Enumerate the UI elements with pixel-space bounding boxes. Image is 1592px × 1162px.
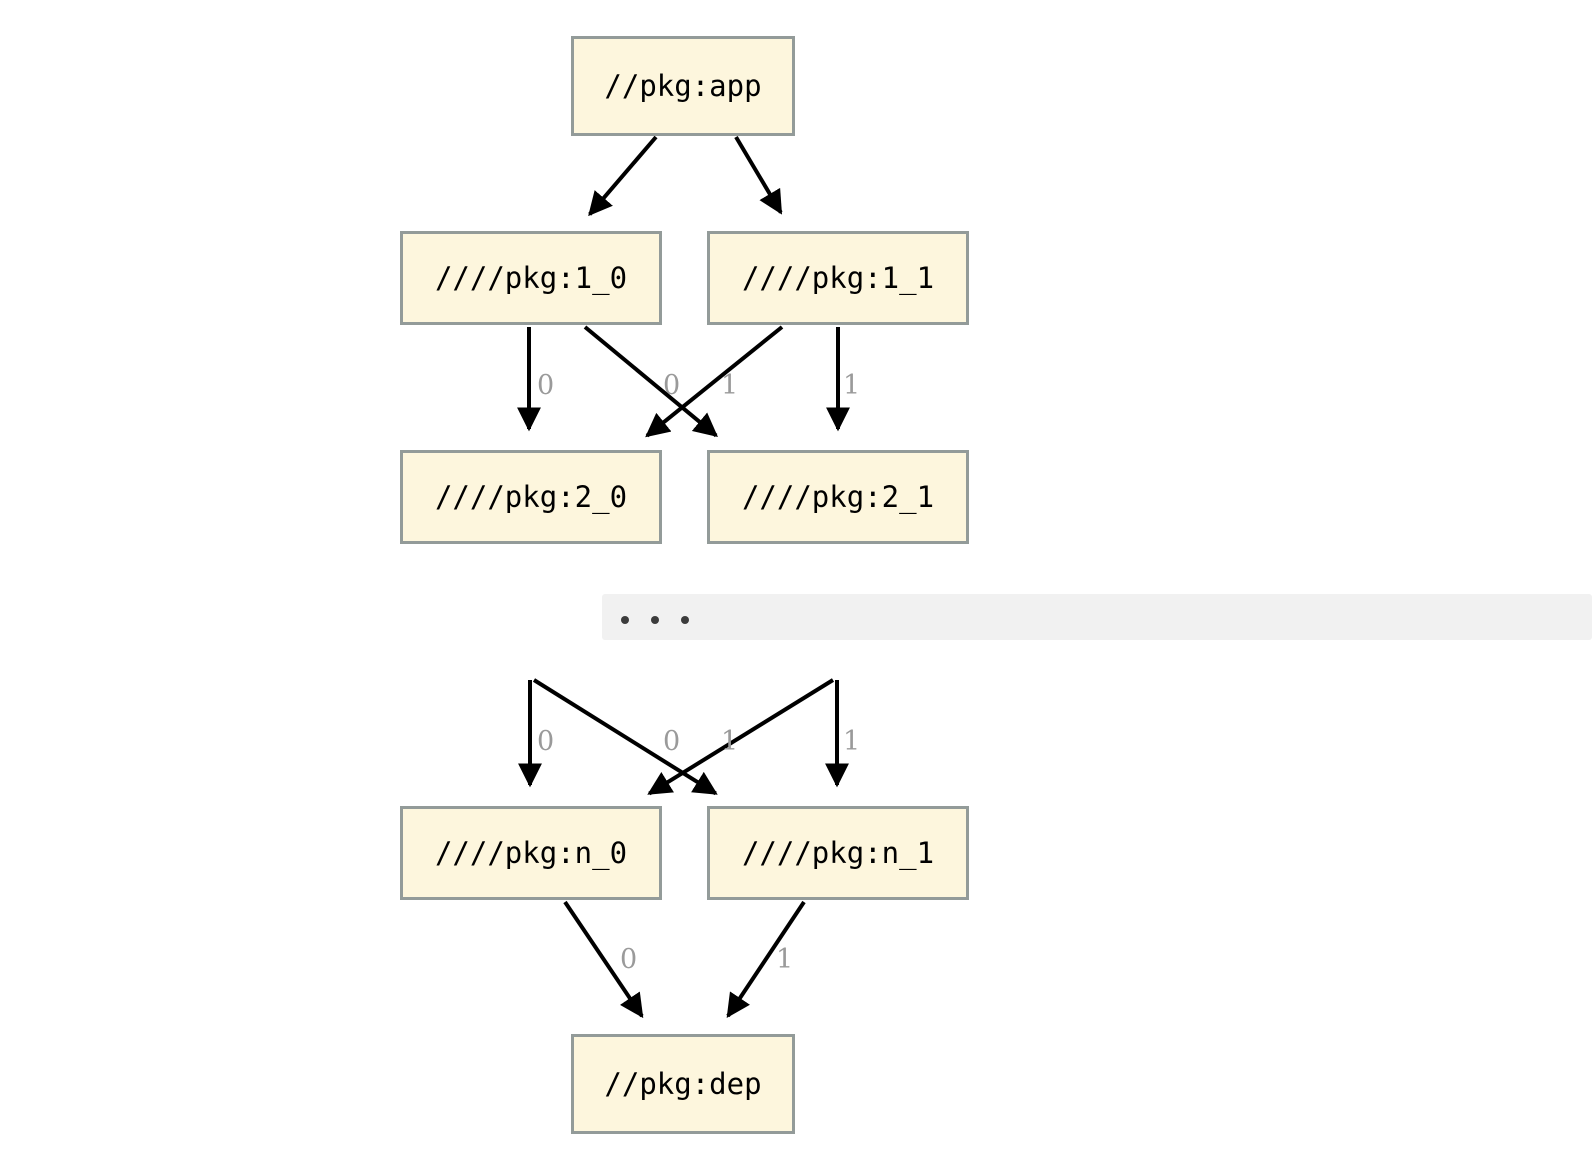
graph-edge-label: 0	[537, 370, 555, 401]
graph-node-app[interactable]: //pkg:app	[571, 36, 795, 136]
graph-node-l2_0[interactable]: ////pkg:2_0	[400, 450, 662, 544]
ellipsis-band	[602, 594, 1592, 640]
graph-node-label: ////pkg:n_1	[741, 836, 935, 870]
graph-edge-hidden_0-to-ln_1	[532, 678, 718, 796]
graph-node-label: //pkg:app	[604, 69, 762, 103]
graph-node-label: ////pkg:1_0	[434, 261, 628, 295]
graph-node-label: ////pkg:1_1	[741, 261, 935, 295]
graph-node-label: ////pkg:2_0	[434, 480, 628, 514]
graph-edge-label: 1	[843, 726, 861, 757]
graph-edge-label: 0	[663, 726, 681, 757]
ellipsis-dot	[621, 616, 629, 624]
graph-edge-app-to-l1_0	[588, 135, 658, 217]
graph-edge-label: 1	[721, 370, 739, 401]
graph-edge-label: 1	[843, 370, 861, 401]
graph-node-l1_1[interactable]: ////pkg:1_1	[707, 231, 969, 325]
graph-edge-label: 0	[620, 944, 638, 975]
graph-edge-app-to-l1_1	[734, 135, 783, 215]
graph-node-dep[interactable]: //pkg:dep	[571, 1034, 795, 1134]
graph-node-label: //pkg:dep	[604, 1067, 762, 1101]
ellipsis-dot	[681, 616, 689, 624]
graph-node-ln_0[interactable]: ////pkg:n_0	[400, 806, 662, 900]
graph-edge-label: 0	[537, 726, 555, 757]
graph-node-label: ////pkg:2_1	[741, 480, 935, 514]
graph-node-label: ////pkg:n_0	[434, 836, 628, 870]
graph-node-l2_1[interactable]: ////pkg:2_1	[707, 450, 969, 544]
graph-edge-label: 1	[721, 726, 739, 757]
ellipsis-dot	[651, 616, 659, 624]
graph-edge-label: 1	[776, 944, 794, 975]
graph-edge-l1_0-to-l2_1	[583, 325, 718, 438]
ellipsis-dots	[621, 616, 689, 624]
graph-edge-label: 0	[663, 370, 681, 401]
graph-node-ln_1[interactable]: ////pkg:n_1	[707, 806, 969, 900]
graph-node-l1_0[interactable]: ////pkg:1_0	[400, 231, 662, 325]
